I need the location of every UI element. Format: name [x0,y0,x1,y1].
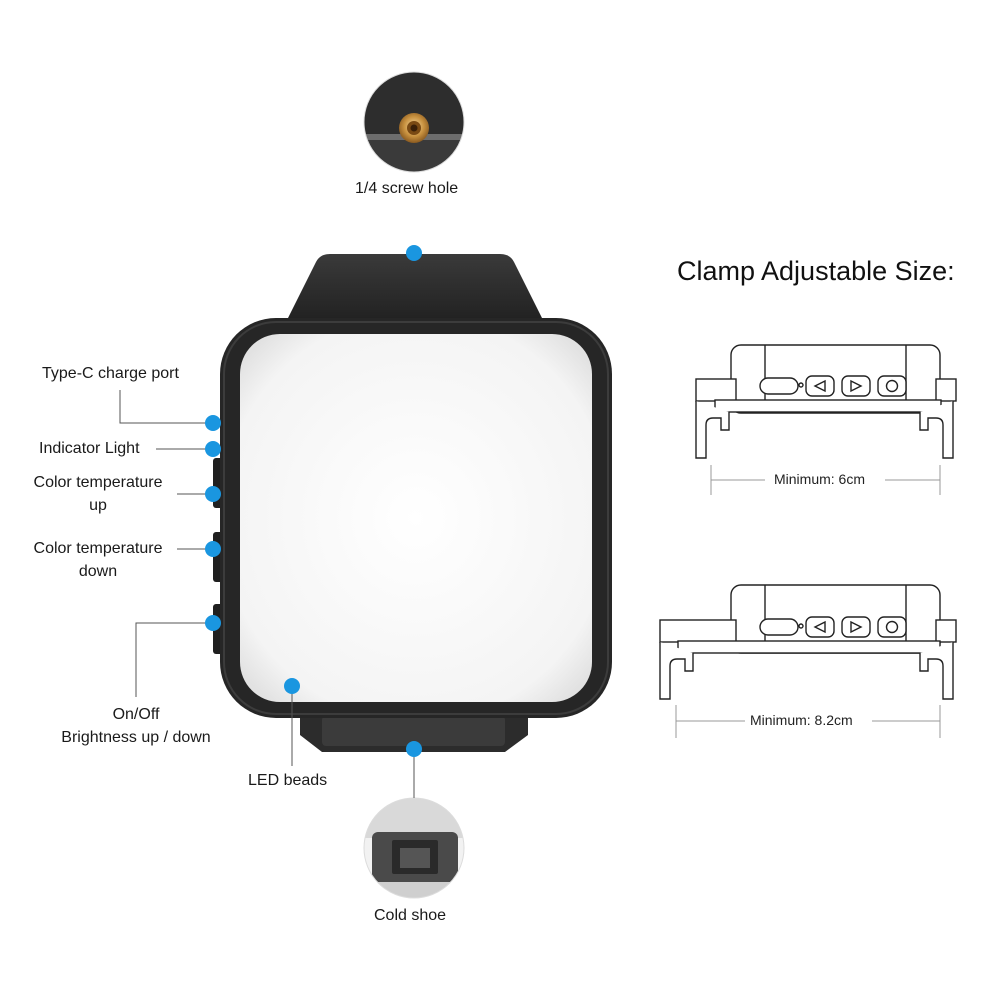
dot-type-c [205,415,221,431]
label-indicator-light: Indicator Light [39,440,140,457]
dimension-label-small: Minimum: 6cm [774,471,866,487]
led-panel [240,334,592,702]
dot-ct-down [205,541,221,557]
dot-cold-shoe [406,741,422,757]
dot-ct-up [205,486,221,502]
dot-screw-hole [406,245,422,261]
dot-led-beads [284,678,300,694]
label-ct-down-line1: Color temperature [33,540,163,557]
clamp-diagram-large [659,584,957,700]
dimension-lines-large [675,705,941,738]
top-clamp-housing [282,254,548,330]
label-onoff: On/Off Brightness up / down [46,703,226,749]
dimension-label-large: Minimum: 8.2cm [750,712,853,728]
clamp-diagram-small [695,344,957,459]
label-cold-shoe: Cold shoe [374,907,447,924]
dot-indicator [205,441,221,457]
clamp-size-title: Clamp Adjustable Size: [677,256,955,286]
callout-dots [205,245,422,757]
label-ct-up-line1: Color temperature [33,474,163,491]
led-light-device [213,254,612,752]
label-ct-up-line2: up [89,497,107,514]
cold-shoe-zoom [363,797,465,899]
dimension-lines-small [710,465,941,495]
label-type-c-port: Type-C charge port [42,365,179,382]
callout-lines [119,390,415,798]
label-onoff-line1: On/Off [112,706,160,723]
screw-hole-zoom [363,71,465,173]
label-ct-up: Color temperature up [25,471,171,517]
label-led-beads: LED beads [248,772,328,789]
dot-onoff [205,615,221,631]
label-onoff-line2: Brightness up / down [61,729,211,746]
label-screw-hole: 1/4 screw hole [355,180,459,197]
label-ct-down-line2: down [78,563,118,580]
label-ct-down: Color temperature down [25,537,171,583]
